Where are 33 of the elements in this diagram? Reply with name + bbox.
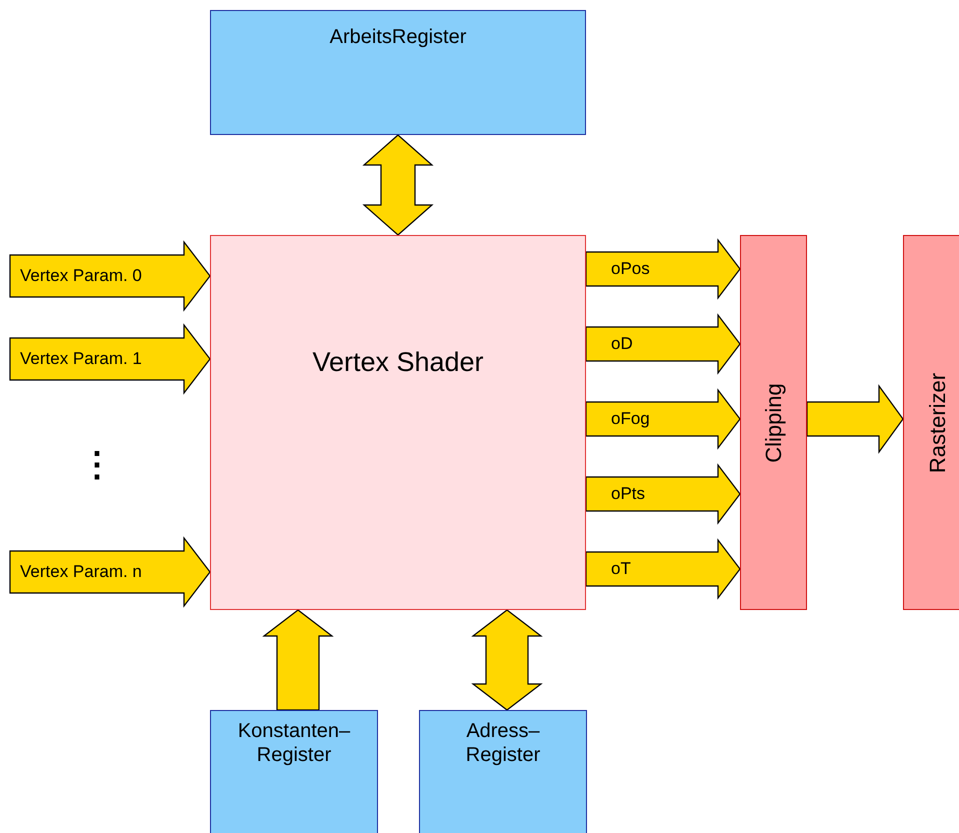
ellipsis-mark: ⋮ <box>80 448 114 482</box>
node-label: Clipping <box>760 382 786 462</box>
block-arrow <box>362 134 434 236</box>
block-arrow <box>471 609 543 711</box>
edge-label: oT <box>611 559 631 579</box>
register-box <box>210 10 586 135</box>
node-label: ArbeitsRegister <box>328 25 468 49</box>
node-label: Vertex Shader <box>311 346 485 378</box>
register-box <box>419 710 587 833</box>
edge-label: Vertex Param. 0 <box>20 266 142 286</box>
block-arrow <box>9 323 211 395</box>
register-box <box>210 710 378 833</box>
node-label: Rasterizer <box>925 372 951 473</box>
edge-label: oD <box>611 334 633 354</box>
edge-label: oPts <box>611 484 646 504</box>
shader-box <box>210 235 586 610</box>
block-arrow <box>585 463 741 525</box>
block-arrow <box>585 388 741 450</box>
block-arrow <box>585 538 741 600</box>
block-arrow <box>9 536 211 608</box>
edge-label: Vertex Param. n <box>20 562 142 582</box>
block-arrow <box>262 609 334 711</box>
node-label: Adress– Register <box>464 719 542 767</box>
block-arrow <box>9 240 211 312</box>
block-arrow <box>585 313 741 375</box>
stage-box <box>740 235 807 610</box>
edge-label: Vertex Param. 1 <box>20 349 142 369</box>
block-arrow <box>806 384 904 454</box>
edge-label: oPos <box>611 259 650 279</box>
edge-label: oFog <box>611 409 650 429</box>
block-arrow <box>585 238 741 300</box>
stage-box <box>903 235 959 610</box>
node-label: Konstanten– Register <box>236 719 352 767</box>
